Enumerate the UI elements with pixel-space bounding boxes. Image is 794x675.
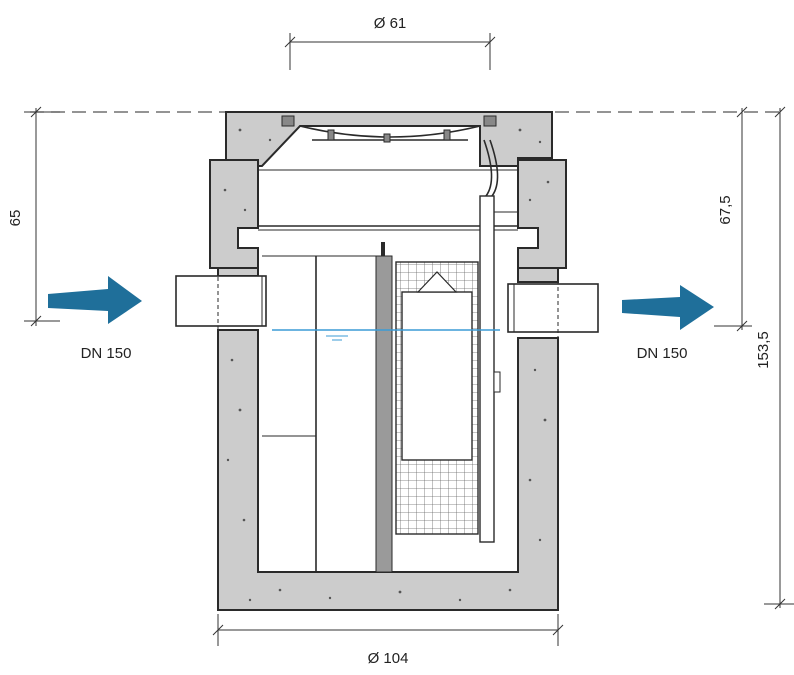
right-upper-height-label: 67,5: [717, 195, 734, 224]
bottom-diameter-label: Ø 104: [368, 650, 409, 667]
outlet-arrow: [622, 285, 714, 330]
inlet-pipe: [175, 270, 267, 330]
outlet-pipe-label: DN 150: [637, 345, 688, 362]
inlet-pipe-label: DN 150: [81, 345, 132, 362]
concrete-shaft: [209, 111, 567, 611]
dimension-top-diameter: Ø 61: [284, 15, 496, 70]
dimension-left-height: 65: [7, 106, 60, 327]
concrete-texture: [223, 128, 550, 602]
filter-media-column: [375, 242, 393, 573]
dimension-bottom-diameter: Ø 104: [212, 614, 564, 667]
outlet-pipe: [507, 280, 599, 338]
left-height-label: 65: [7, 210, 24, 227]
manhole-cover: [281, 115, 497, 143]
dimension-right-upper-height: 67,5: [714, 106, 752, 332]
water-level: [272, 329, 500, 341]
filter-basket: [395, 261, 479, 535]
right-total-height-label: 153,5: [755, 331, 772, 369]
inlet-arrow: [48, 276, 142, 324]
top-diameter-label: Ø 61: [374, 15, 407, 32]
dimension-right-total-height: 153,5: [755, 106, 794, 610]
riser-pipe: [479, 139, 518, 543]
